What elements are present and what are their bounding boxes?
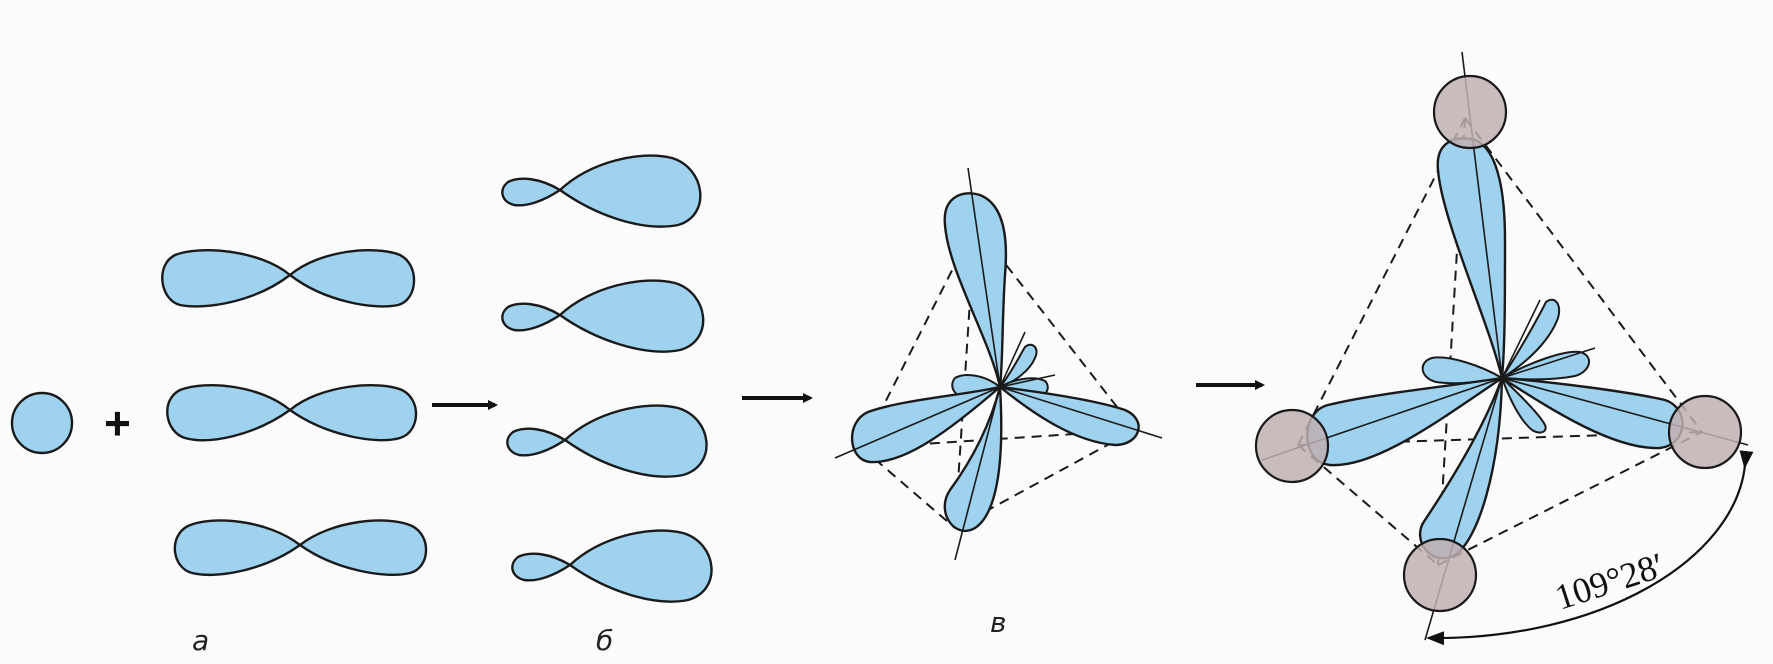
atom-left: [1254, 408, 1330, 484]
hybrid-lobes-small: [850, 192, 1140, 532]
panel-a: + а: [10, 248, 428, 657]
sp3-orbital-2: [501, 279, 705, 353]
s-orbital: [10, 391, 74, 455]
axes-large: [1261, 51, 1749, 641]
sp3-orbital-4: [511, 529, 713, 603]
axes-small: [834, 167, 1163, 561]
sp3-orbital-1: [501, 154, 702, 228]
sp3-orbital-3: [506, 404, 708, 478]
hybrid-lobes-large: [1306, 137, 1684, 560]
p-orbital-2: [166, 383, 418, 442]
atom-top: [1432, 74, 1508, 150]
panel-c: в: [834, 167, 1163, 639]
panel-b: б: [501, 154, 713, 657]
p-orbital-3: [173, 519, 428, 576]
atom-bottom: [1402, 537, 1478, 613]
panel-d: 109°28′: [1254, 51, 1754, 646]
label-b: б: [596, 624, 613, 657]
label-c: в: [990, 606, 1007, 639]
angle-arc: [1426, 450, 1754, 646]
plus-sign: +: [104, 397, 131, 449]
atom-right: [1667, 394, 1743, 470]
p-orbital-1: [161, 248, 416, 308]
label-a: а: [192, 624, 209, 657]
